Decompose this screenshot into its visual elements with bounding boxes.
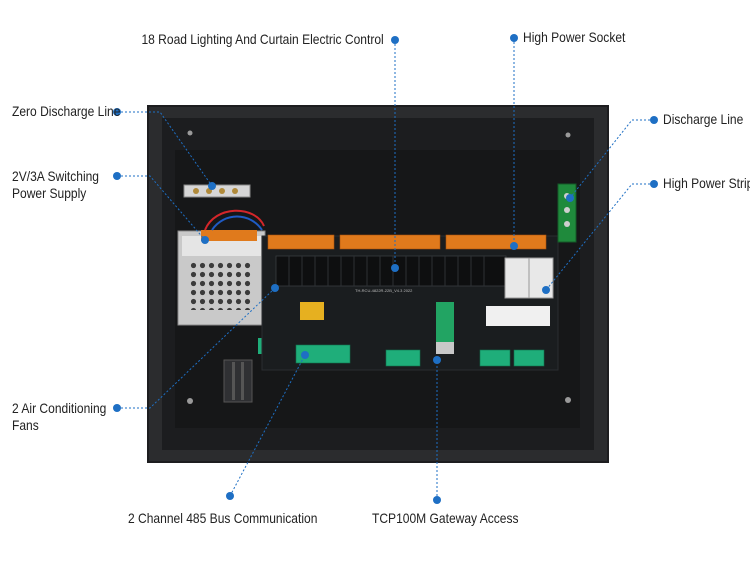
callout-lighting-curtain-control: 18 Road Lighting And Curtain Electric Co… bbox=[141, 31, 384, 47]
callout-high-power-socket: High Power Socket bbox=[523, 29, 626, 45]
callout-dots bbox=[113, 34, 658, 504]
callout-dot bbox=[433, 496, 441, 504]
yellow-relay bbox=[300, 302, 324, 320]
callout-dot bbox=[391, 36, 399, 44]
callout-air-conditioning-fans: 2 Air Conditioning Fans bbox=[12, 400, 106, 434]
callout-dot bbox=[113, 404, 121, 412]
green-terminal-blocks bbox=[295, 344, 545, 367]
callout-dot bbox=[226, 492, 234, 500]
mounting-holes bbox=[187, 130, 571, 404]
callout-dot bbox=[391, 264, 399, 272]
callout-dot bbox=[650, 116, 658, 124]
callout-485-bus: 2 Channel 485 Bus Communication bbox=[128, 510, 318, 526]
orange-terminal-strips bbox=[267, 234, 547, 250]
callout-air-conditioning-fans-line1: 2 Air Conditioning bbox=[12, 400, 107, 416]
relay-dividers bbox=[288, 256, 485, 286]
pcb-marking: TH-RCU-4822R-22B_V4.3 2022 bbox=[355, 288, 413, 293]
callout-air-conditioning-fans-line2: Fans bbox=[12, 417, 39, 433]
rj45-port bbox=[436, 342, 454, 354]
callout-dot bbox=[301, 351, 309, 359]
callout-dot bbox=[510, 242, 518, 250]
callout-dot bbox=[113, 172, 121, 180]
callout-switching-power-supply: 2V/3A Switching Power Supply bbox=[12, 168, 99, 202]
callout-dot bbox=[113, 108, 121, 116]
callout-dot bbox=[433, 356, 441, 364]
callout-dot bbox=[208, 182, 216, 190]
callout-switching-power-supply-line1: 2V/3A Switching bbox=[12, 168, 100, 184]
dip-switch bbox=[486, 306, 550, 326]
callout-high-power-strip: High Power Strip bbox=[663, 175, 750, 191]
callout-switching-power-supply-line2: Power Supply bbox=[12, 185, 87, 201]
power-relay bbox=[504, 257, 530, 299]
callout-discharge-line: Discharge Line bbox=[663, 111, 744, 127]
callout-dot bbox=[201, 236, 209, 244]
callout-tcp-gateway: TCP100M Gateway Access bbox=[372, 510, 519, 526]
callout-dot bbox=[271, 284, 279, 292]
callout-zero-discharge-line: Zero Discharge Line bbox=[12, 103, 121, 119]
relay-bank bbox=[275, 255, 507, 287]
discharge-terminal bbox=[557, 183, 577, 243]
relay-pcb: TH-RCU-4822R-22B_V4.3 2022 bbox=[261, 234, 559, 371]
network-module bbox=[436, 302, 454, 342]
din-rail bbox=[223, 359, 253, 403]
callout-dot bbox=[510, 34, 518, 42]
callout-dot bbox=[542, 286, 550, 294]
power-supply bbox=[177, 209, 274, 336]
ground-bar bbox=[183, 184, 251, 198]
callout-dot bbox=[566, 194, 574, 202]
callout-lines bbox=[117, 38, 654, 500]
callout-dot bbox=[650, 180, 658, 188]
